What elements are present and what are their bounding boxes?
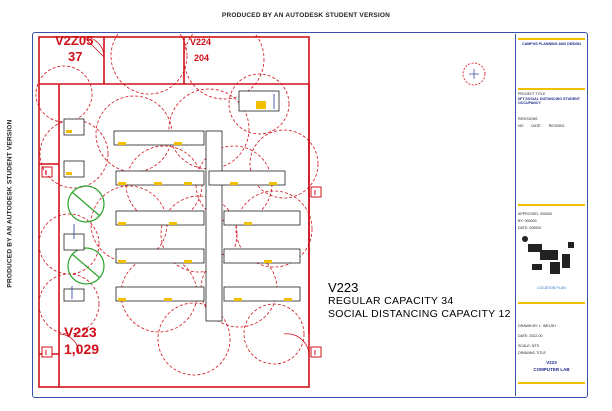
room-capacity-info: V223 REGULAR CAPACITY 34 SOCIAL DISTANCI… — [328, 280, 511, 321]
revision-col-date: DATE — [531, 124, 541, 128]
legend-symbol — [462, 62, 486, 86]
title-block-bar — [518, 382, 585, 384]
revisions-label: REVISIONS — [518, 117, 538, 121]
drawing-name: COMPUTER LAB — [533, 367, 570, 372]
project-title: 6FT SOCIAL DISTANCING STUDENT OCCUPANCY — [518, 97, 580, 105]
location-plan-map — [522, 236, 574, 274]
drawing-date: DATE: 2022-00 — [518, 334, 543, 338]
title-block-bar — [518, 38, 585, 40]
drawn-by: DRAWN BY: L. WELSH — [518, 324, 556, 328]
project-title-label: PROJECT TITLE — [518, 92, 546, 96]
approved-date: DATE: 000000 — [518, 226, 542, 230]
room-area-v2205: 37 — [68, 49, 83, 64]
revision-col-revised: REVISED — [548, 124, 565, 128]
title-block-bar — [518, 302, 585, 304]
walls — [38, 36, 310, 388]
title-block: CAMPUS PLANNING AND DESIGN PROJECT TITLE… — [515, 34, 587, 396]
drawing-sheet-border — [32, 32, 588, 398]
title-block-bar — [518, 88, 585, 90]
revision-col-no: NO — [518, 124, 524, 128]
watermark-left: PRODUCED BY AN AUTODESK STUDENT VERSION — [6, 119, 14, 288]
drawing-scale: SCALE: NTS — [518, 344, 539, 348]
room-info-number: V223 — [328, 280, 359, 295]
location-plan-label: LOCATION PLAN — [537, 286, 566, 290]
workstations — [63, 90, 301, 322]
svg-text:I: I — [314, 350, 316, 357]
watermark-top: PRODUCED BY AN AUTODESK STUDENT VERSION — [221, 12, 391, 19]
social-distancing-capacity: SOCIAL DISTANCING CAPACITY 12 — [328, 308, 511, 320]
regular-capacity: REGULAR CAPACITY 34 — [328, 295, 454, 307]
revision-columns: NO DATE REVISED — [518, 124, 585, 128]
floor-plan: II II — [35, 34, 486, 388]
svg-text:I: I — [314, 190, 316, 197]
org-name: CAMPUS PLANNING AND DESIGN — [522, 42, 581, 46]
drawing-title-label: DRAWING TITLE — [518, 351, 546, 355]
approved-by: BY: 000000 — [518, 219, 537, 223]
room-area-v224: 204 — [194, 53, 210, 63]
safe-circles — [67, 185, 105, 285]
room-number-v2205: V2Z05 — [55, 33, 94, 48]
column-markers — [41, 166, 322, 358]
approved: APPROVED: 000000 — [518, 212, 552, 216]
room-number-v224: V224 — [190, 37, 212, 47]
door-swings — [58, 36, 310, 357]
drawing-room: V223 — [546, 360, 557, 365]
svg-text:I: I — [45, 350, 47, 357]
room-area-v223: 1,029 — [64, 341, 100, 357]
title-block-bar — [518, 204, 585, 206]
room-number-v223: V223 — [64, 324, 97, 340]
